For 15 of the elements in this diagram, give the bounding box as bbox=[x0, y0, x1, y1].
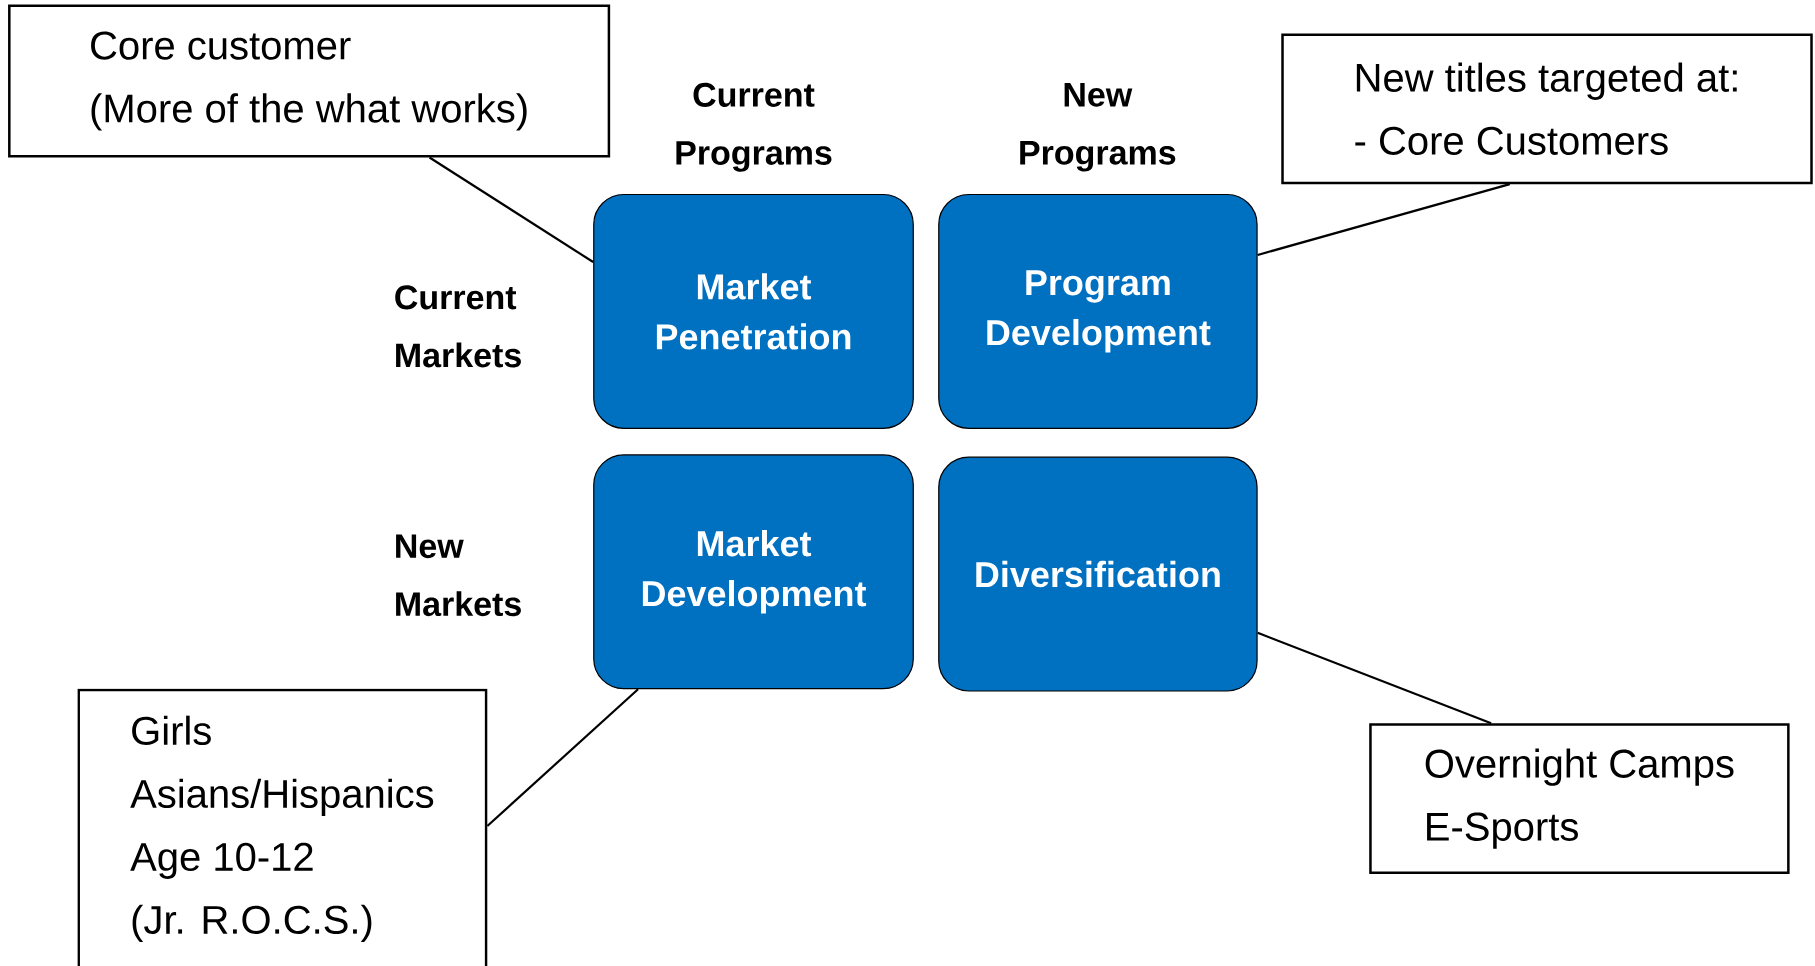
callout-box: New titles targeted at: - Core Customers bbox=[1281, 33, 1813, 185]
strategy-box: Market Development bbox=[593, 454, 914, 690]
strategy-box: Program Development bbox=[938, 193, 1258, 429]
callout-box: Overnight Camps E-Sports bbox=[1369, 723, 1790, 875]
callout-box: Girls Asians/Hispanics Age 10-12 (Jr. R.O.C.S.) bbox=[77, 688, 488, 966]
leader-line bbox=[428, 156, 594, 263]
axis-heading: New Markets bbox=[396, 534, 521, 617]
axis-heading: Current Programs bbox=[676, 82, 832, 172]
axis-heading: Current Markets bbox=[395, 285, 521, 368]
leader-line bbox=[1257, 183, 1511, 257]
leader-line bbox=[486, 688, 639, 827]
strategy-box: Diversification bbox=[938, 456, 1258, 692]
strategy-box: Market Penetration bbox=[593, 193, 914, 429]
callout-box: Core customer (More of the what works) bbox=[8, 4, 611, 158]
leader-line bbox=[1257, 631, 1492, 725]
